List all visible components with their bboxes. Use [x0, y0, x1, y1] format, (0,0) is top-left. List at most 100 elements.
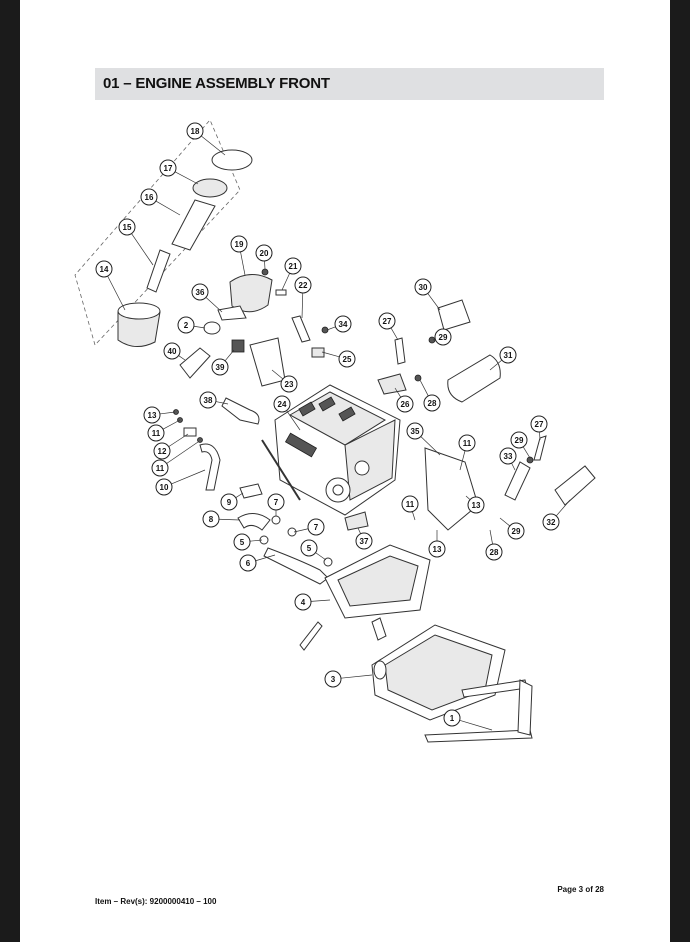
- callout-37: 37: [355, 527, 373, 550]
- part-hose: [203, 321, 221, 335]
- callout-circle: [396, 395, 414, 413]
- leader-line: [394, 387, 402, 398]
- callout-40: 40: [163, 342, 186, 361]
- item-revision: Item – Rev(s): 9200000410 – 100: [95, 897, 217, 906]
- callout-circle: [414, 278, 432, 296]
- leader-line: [201, 135, 226, 156]
- part-nut: [414, 374, 422, 382]
- leader-line: [419, 379, 429, 397]
- leader-line: [459, 450, 466, 471]
- callout-circle: [211, 358, 229, 376]
- callout-circle: [423, 394, 441, 412]
- callout-number: 12: [158, 447, 167, 456]
- callout-circle: [153, 442, 171, 460]
- callout-27: 27: [530, 415, 548, 441]
- callout-number: 19: [235, 240, 244, 249]
- callout-circle: [151, 459, 169, 477]
- callout-1: 1: [443, 709, 493, 731]
- leader-line: [293, 528, 309, 533]
- leader-line: [205, 297, 223, 313]
- exploded-parts-diagram: 1817161514192021223624039342527302931233…: [74, 119, 596, 743]
- callout-circle: [233, 533, 251, 551]
- callout-circle: [507, 522, 525, 540]
- callout-circle: [95, 260, 113, 278]
- callout-11: 11: [151, 441, 199, 477]
- part-washer: [197, 437, 203, 443]
- callout-30: 30: [414, 278, 441, 311]
- callout-number: 25: [343, 355, 352, 364]
- callout-circle: [147, 424, 165, 442]
- part-radiator: [371, 624, 506, 721]
- leader-line: [489, 529, 493, 545]
- callout-number: 11: [463, 439, 472, 448]
- callout-circle: [163, 342, 181, 360]
- leader-line: [310, 599, 331, 602]
- callout-circle: [159, 159, 177, 177]
- callout-circle: [255, 244, 273, 262]
- callout-number: 13: [433, 545, 442, 554]
- callout-13: 13: [143, 406, 176, 424]
- callout-11: 11: [458, 434, 476, 471]
- leader-line: [427, 293, 441, 311]
- part-hose-long: [179, 347, 211, 379]
- leader-line: [174, 171, 199, 185]
- part-mount-bracket: [504, 461, 531, 501]
- part-fitting: [311, 347, 325, 358]
- callout-circle: [499, 447, 517, 465]
- part-bracket: [183, 427, 197, 437]
- leader-line: [155, 200, 181, 216]
- leader-line: [539, 431, 541, 441]
- callout-circle: [191, 283, 209, 301]
- callout-number: 35: [411, 427, 420, 436]
- callout-20: 20: [255, 244, 273, 270]
- callout-number: 13: [148, 411, 157, 420]
- leader-line: [240, 251, 246, 276]
- part-hose-bend: [237, 513, 271, 531]
- callout-circle: [406, 422, 424, 440]
- callout-circle: [428, 540, 446, 558]
- leader-line: [249, 539, 263, 542]
- leader-line: [357, 527, 361, 534]
- callout-circle: [294, 276, 312, 294]
- callout-number: 7: [314, 523, 319, 532]
- callout-number: 11: [152, 429, 161, 438]
- callout-13: 13: [465, 495, 485, 514]
- leader-line: [281, 273, 290, 291]
- leader-line: [321, 351, 340, 358]
- callout-circle: [220, 493, 238, 511]
- callout-3: 3: [324, 670, 373, 688]
- part-engine-mount: [424, 447, 479, 531]
- callout-number: 28: [490, 548, 499, 557]
- leader-line: [465, 495, 471, 500]
- callout-circle: [485, 543, 503, 561]
- callout-33: 33: [499, 447, 517, 471]
- part-fan-shroud: [324, 544, 431, 619]
- part-engine: [261, 384, 401, 516]
- leader-line: [131, 233, 154, 266]
- callout-number: 21: [289, 262, 298, 271]
- leader-line: [286, 410, 301, 431]
- callout-number: 8: [209, 515, 214, 524]
- callout-11: 11: [147, 419, 181, 442]
- callout-8: 8: [202, 510, 241, 528]
- part-clamp-bracket: [377, 373, 407, 395]
- callout-circle: [542, 513, 560, 531]
- leader-line: [459, 719, 493, 731]
- callout-12: 12: [153, 433, 189, 460]
- callout-number: 39: [216, 363, 225, 372]
- callout-number: 20: [260, 249, 269, 258]
- part-muffler: [447, 354, 501, 403]
- leader-line: [511, 462, 516, 471]
- callout-22: 22: [294, 276, 312, 319]
- callout-circle: [239, 554, 257, 572]
- callout-number: 24: [278, 400, 287, 409]
- callout-number: 16: [145, 193, 154, 202]
- callout-circle: [378, 312, 396, 330]
- callout-29: 29: [499, 517, 525, 540]
- leader-line: [224, 349, 235, 362]
- callout-18: 18: [186, 122, 226, 156]
- leader-line: [159, 411, 176, 415]
- callout-number: 29: [512, 527, 521, 536]
- callout-number: 38: [204, 396, 213, 405]
- page-number: Page 3 of 28: [557, 885, 604, 894]
